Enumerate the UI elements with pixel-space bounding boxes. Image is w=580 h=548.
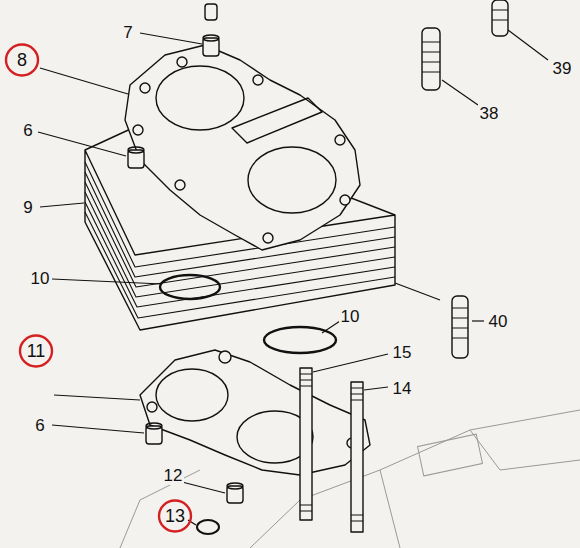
callout-number: 12 xyxy=(162,466,185,485)
callout-number: 6 xyxy=(21,121,34,140)
callout-number: 9 xyxy=(21,198,34,217)
callout-number: 38 xyxy=(478,104,501,123)
circled-callout: 11 xyxy=(18,333,54,369)
circled-callout: 8 xyxy=(4,42,40,78)
circled-callout: 13 xyxy=(157,498,193,534)
circle-outline xyxy=(6,45,38,76)
callout-number: 11 xyxy=(27,342,46,360)
callout-number: 10 xyxy=(339,307,362,326)
callout-number: 14 xyxy=(391,379,414,398)
callout-number: 6 xyxy=(33,416,46,435)
callout-number: 39 xyxy=(551,59,574,78)
circle-outline xyxy=(159,501,191,532)
callout-number: 15 xyxy=(391,343,414,362)
callout-number: 7 xyxy=(121,23,134,42)
callout-number: 10 xyxy=(29,269,52,288)
callout-number: 13 xyxy=(165,507,185,525)
callout-number: 40 xyxy=(487,312,510,331)
callout-number: 8 xyxy=(17,51,27,69)
circle-outline xyxy=(20,336,52,367)
